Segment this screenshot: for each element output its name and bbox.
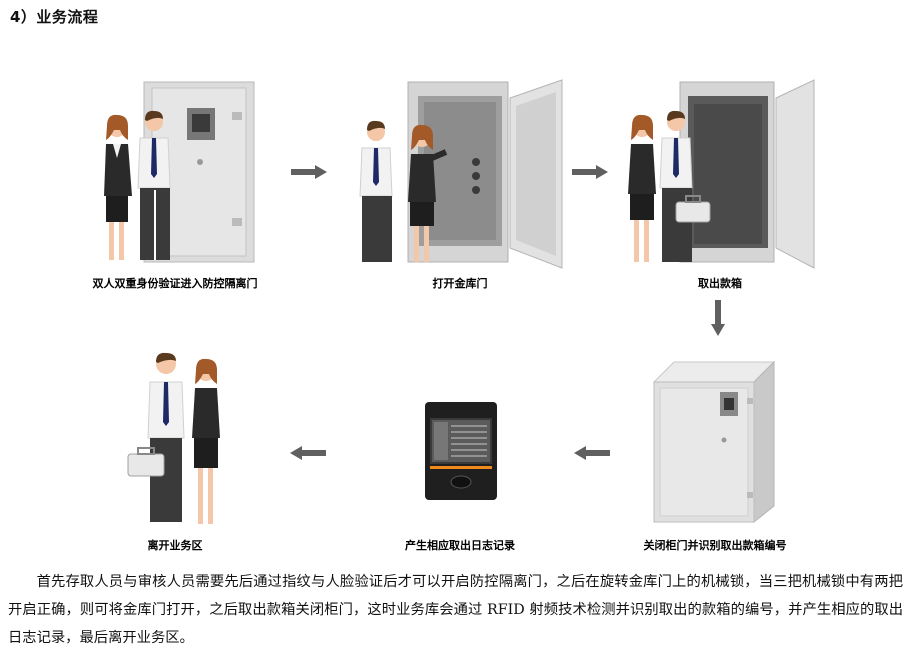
arrow-right-icon [572, 164, 608, 183]
section-heading: 4）业务流程 [10, 8, 99, 26]
step-1-caption: 双人双重身份验证进入防控隔离门 [92, 277, 258, 290]
arrow-left-icon [574, 445, 610, 464]
step-2-caption: 打开金库门 [432, 277, 488, 290]
step-1-illustration [92, 78, 262, 270]
step-6-caption: 离开业务区 [147, 539, 203, 552]
step-5-illustration [425, 402, 497, 500]
arrow-down-icon [711, 300, 725, 340]
arrow-left-icon [290, 445, 326, 464]
step-3-caption: 取出款箱 [698, 277, 742, 290]
process-description: 首先存取人员与审核人员需要先后通过指纹与人脸验证后才可以开启防控隔离门，之后在旋… [8, 574, 903, 646]
step-5-caption: 产生相应取出日志记录 [405, 539, 515, 552]
step-4-illustration [652, 360, 778, 525]
step-6-illustration [122, 350, 232, 528]
step-3-illustration [618, 78, 823, 270]
step-4-caption: 关闭柜门并识别取出款箱编号 [643, 539, 787, 552]
step-2-illustration [350, 78, 572, 270]
arrow-right-icon [291, 164, 327, 183]
